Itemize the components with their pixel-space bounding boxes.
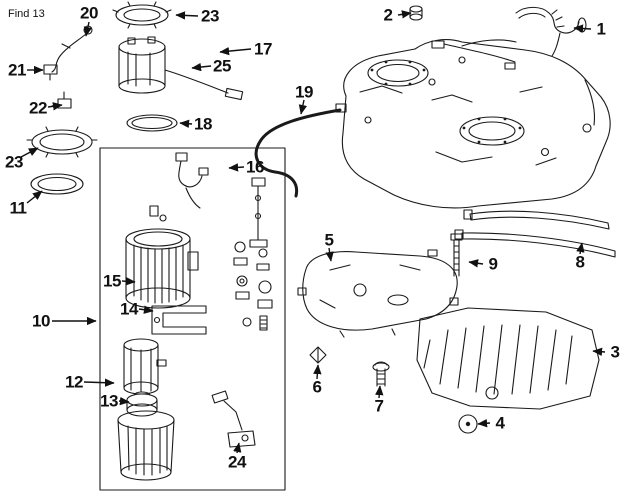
callout-10[interactable]: 10 bbox=[32, 311, 50, 331]
callout-17[interactable]: 17 bbox=[254, 39, 272, 59]
callout-24[interactable]: 24 bbox=[228, 452, 246, 472]
clip-drawing bbox=[310, 347, 326, 363]
tube-bracket-drawing bbox=[176, 153, 267, 247]
callout-23-top[interactable]: 23 bbox=[201, 6, 219, 26]
small-fittings-drawing bbox=[234, 242, 272, 330]
callout-21[interactable]: 21 bbox=[8, 60, 26, 80]
callout-25[interactable]: 25 bbox=[213, 56, 231, 76]
callout-7[interactable]: 7 bbox=[374, 396, 384, 416]
callout-11[interactable]: 11 bbox=[9, 198, 27, 218]
callout-5[interactable]: 5 bbox=[324, 230, 334, 250]
callout-16[interactable]: 16 bbox=[246, 157, 264, 177]
reservoir-drawing bbox=[126, 206, 198, 308]
heat-shield-drawing bbox=[417, 308, 599, 409]
callout-23-left[interactable]: 23 bbox=[5, 152, 23, 172]
bracket-drawing bbox=[152, 306, 206, 334]
callout-15[interactable]: 15 bbox=[103, 271, 121, 291]
callout-4[interactable]: 4 bbox=[495, 413, 505, 433]
callout-9[interactable]: 9 bbox=[488, 254, 498, 274]
callout-14[interactable]: 14 bbox=[120, 299, 138, 319]
callout-22[interactable]: 22 bbox=[29, 98, 47, 118]
callout-leader-arrows bbox=[21, 10, 605, 453]
callout-3[interactable]: 3 bbox=[610, 342, 620, 362]
callout-19[interactable]: 19 bbox=[295, 82, 313, 102]
plug-drawing bbox=[459, 415, 477, 433]
fuel-filter-drawing bbox=[124, 339, 166, 394]
callout-18[interactable]: 18 bbox=[194, 114, 212, 134]
fuel-pump-drawing bbox=[118, 392, 174, 480]
breather-hose-drawing bbox=[256, 104, 346, 196]
shield-bolt-drawing bbox=[373, 362, 389, 386]
callout-1[interactable]: 1 bbox=[596, 19, 606, 39]
grommet-drawing bbox=[410, 6, 422, 20]
sub-tank-drawing bbox=[298, 250, 458, 337]
fuel-pump-module-drawing bbox=[27, 2, 243, 194]
fuel-sender-drawing bbox=[212, 391, 255, 447]
assembly-group-box bbox=[100, 148, 285, 490]
callout-2[interactable]: 2 bbox=[383, 5, 393, 25]
fuel-tank-drawing bbox=[342, 7, 610, 208]
find-label: Find 13 bbox=[8, 8, 45, 20]
callout-20[interactable]: 20 bbox=[80, 3, 98, 23]
callout-12[interactable]: 12 bbox=[65, 372, 83, 392]
callout-6[interactable]: 6 bbox=[312, 377, 322, 397]
callout-8[interactable]: 8 bbox=[575, 252, 585, 272]
callout-13[interactable]: 13 bbox=[100, 391, 118, 411]
tank-straps-drawing bbox=[455, 210, 615, 257]
